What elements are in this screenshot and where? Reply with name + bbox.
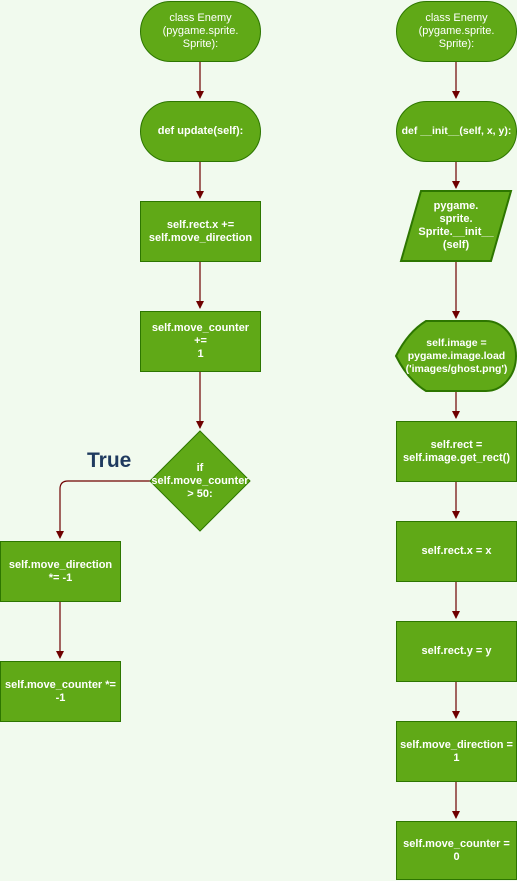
set-x-process: self.rect.x = x: [396, 521, 517, 582]
super-init-label: pygame. sprite. Sprite.__init__ (self): [418, 200, 494, 251]
init-def-terminal: def __init__(self, x, y):: [396, 101, 517, 162]
right-class-terminal: class Enemy (pygame.sprite. Sprite):: [396, 1, 517, 62]
true-branch-label: True: [87, 449, 132, 472]
edge-decision-true-branch: [56, 480, 150, 539]
update-def-terminal: def update(self):: [140, 101, 261, 162]
move-x-process: self.rect.x += self.move_direction: [140, 201, 261, 262]
flip-direction-process: self.move_direction *= -1: [0, 541, 121, 602]
decision-label: if self.move_counter > 50:: [151, 461, 249, 500]
set-y-process: self.rect.y = y: [396, 621, 517, 682]
load-image-label: self.image = pygame.image.load ('images/…: [405, 336, 508, 375]
set-counter-process: self.move_counter = 0: [396, 821, 517, 880]
get-rect-process: self.rect = self.image.get_rect(): [396, 421, 517, 482]
decision-diamond: [149, 430, 251, 532]
flip-counter-process: self.move_counter *= -1: [0, 661, 121, 722]
left-class-terminal: class Enemy (pygame.sprite. Sprite):: [140, 1, 261, 62]
load-image-display-shape: [394, 320, 517, 392]
inc-counter-process: self.move_counter += 1: [140, 311, 261, 372]
super-init-parallelogram-shape: [399, 190, 513, 262]
set-direction-process: self.move_direction = 1: [396, 721, 517, 782]
left-flow-edges: [56, 61, 204, 659]
